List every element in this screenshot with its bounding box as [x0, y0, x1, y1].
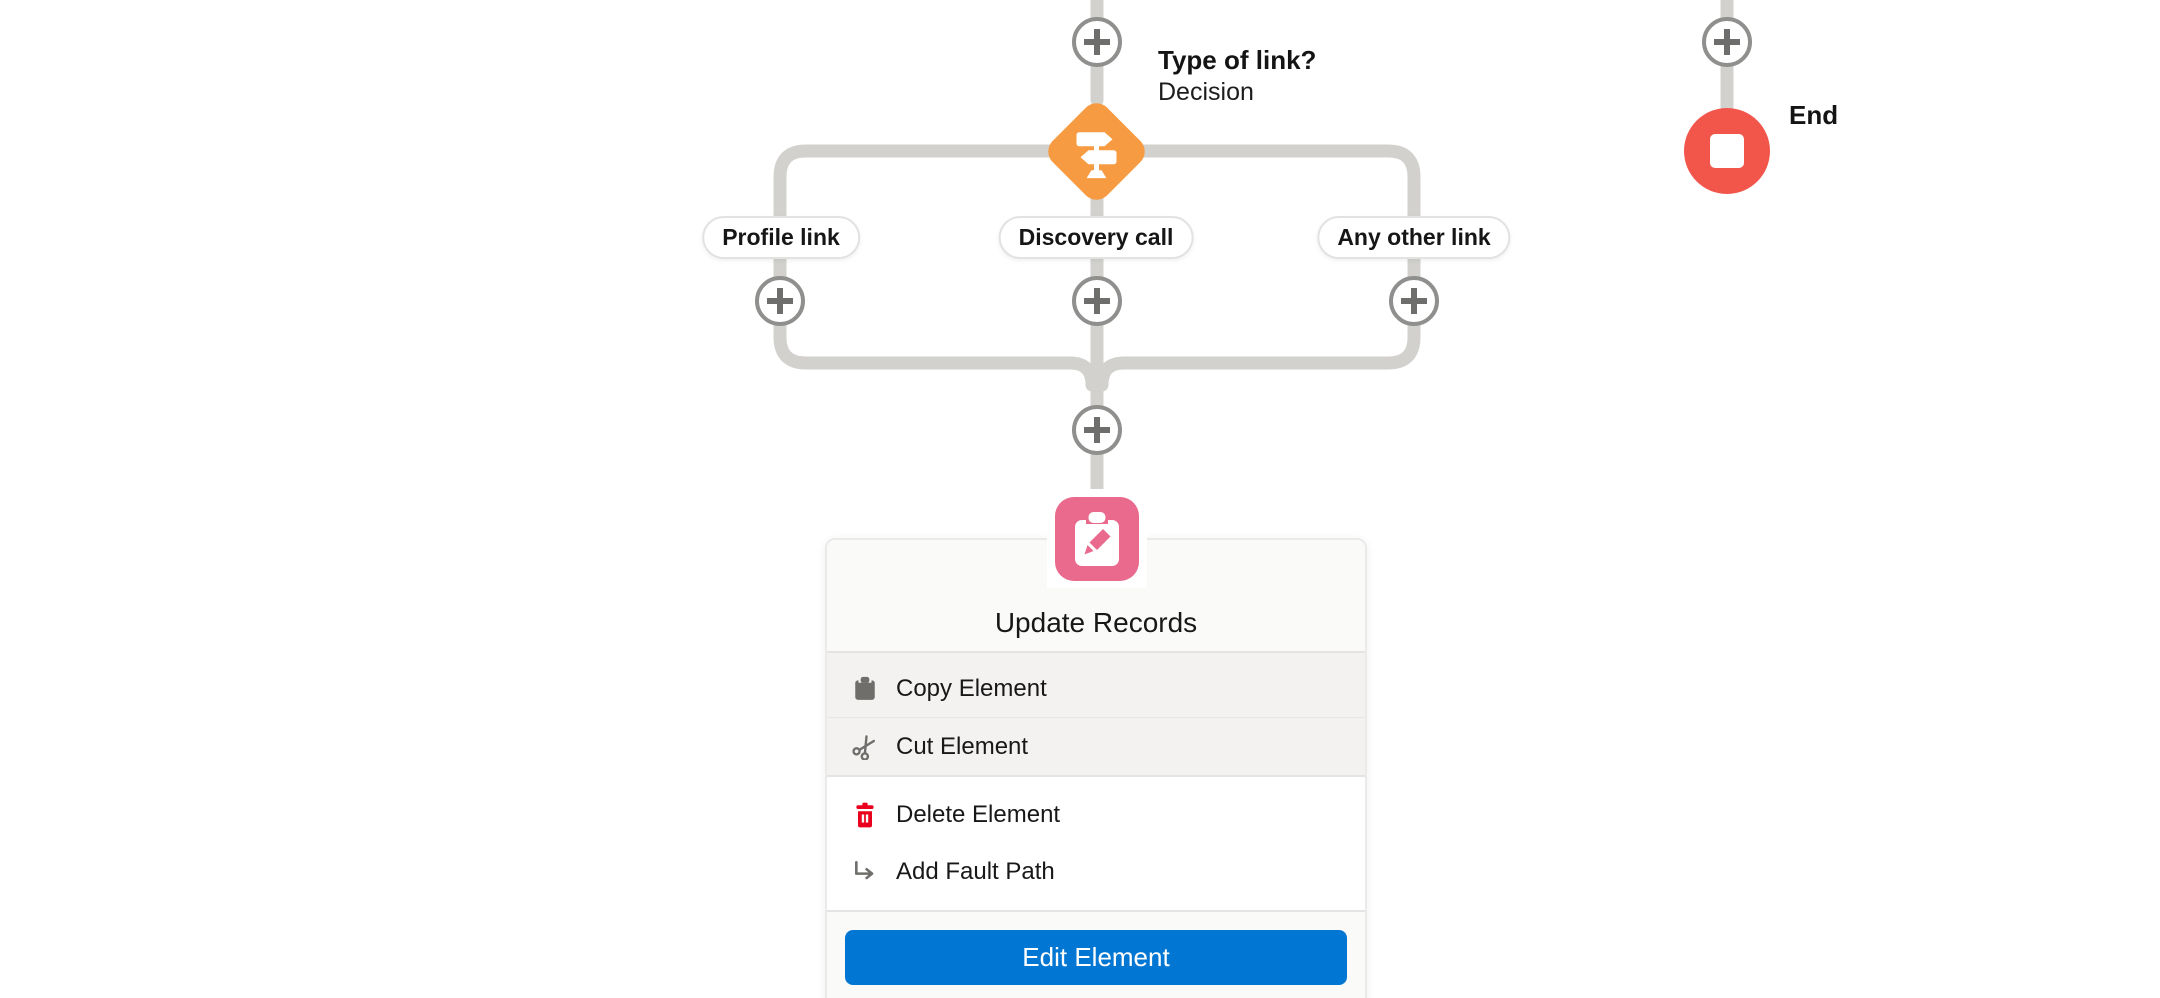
element-context-menu: Update Records Copy Element — [825, 538, 1367, 998]
branch-pill-profile-link: Profile link — [702, 216, 860, 259]
decision-node-title: Type of link? — [1158, 45, 1317, 75]
update-records-node[interactable] — [1047, 489, 1147, 588]
stop-square-icon — [1710, 134, 1744, 168]
add-element-button-discovery-branch[interactable] — [1072, 276, 1122, 326]
menu-group-actions: Delete Element Add Fault Path — [827, 777, 1365, 912]
element-title: Update Records — [994, 607, 1198, 638]
branch-pill-any-other-link: Any other link — [1317, 216, 1511, 259]
trash-icon — [852, 801, 878, 829]
add-element-button-profile-branch[interactable] — [755, 276, 805, 326]
menu-item-add-fault-path[interactable]: Add Fault Path — [827, 843, 1365, 900]
add-element-button-end-branch[interactable] — [1702, 17, 1752, 67]
connector-branch-left — [773, 144, 1104, 392]
menu-item-copy-element[interactable]: Copy Element — [827, 661, 1365, 718]
decision-node-label: Type of link? Decision — [1158, 44, 1316, 108]
decision-node-type: Decision — [1158, 78, 1254, 106]
add-element-button-any-other-branch[interactable] — [1389, 276, 1439, 326]
add-element-button-top[interactable] — [1072, 17, 1122, 67]
branch-pill-discovery-call: Discovery call — [998, 216, 1194, 259]
add-element-button-merge[interactable] — [1072, 405, 1122, 455]
menu-item-label: Cut Element — [896, 732, 1029, 760]
fault-path-arrow-icon — [852, 858, 878, 886]
end-node[interactable] — [1684, 108, 1770, 194]
menu-item-delete-element[interactable]: Delete Element — [827, 786, 1365, 843]
menu-item-label: Add Fault Path — [896, 857, 1055, 885]
clipboard-icon — [852, 675, 878, 703]
menu-item-label: Delete Element — [896, 800, 1061, 828]
signpost-icon — [1075, 126, 1119, 178]
decision-node[interactable] — [1042, 97, 1151, 206]
end-node-label: End — [1789, 100, 1839, 130]
scissors-icon — [852, 733, 878, 761]
menu-item-label: Copy Element — [896, 675, 1047, 702]
menu-item-cut-element[interactable]: Cut Element — [827, 718, 1365, 775]
edit-element-button[interactable]: Edit Element — [845, 930, 1347, 985]
context-menu-footer: Edit Element — [827, 912, 1365, 998]
update-records-icon — [1055, 496, 1139, 581]
connector-branch-right — [1090, 144, 1421, 392]
menu-group-clipboard: Copy Element Cut Element — [827, 653, 1365, 777]
